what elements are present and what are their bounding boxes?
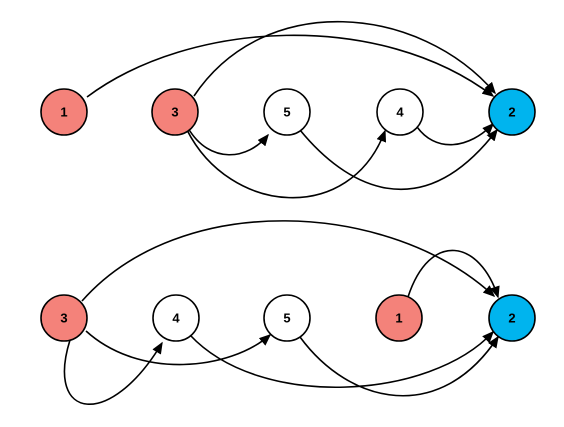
edge-3-to-5 [187, 127, 269, 156]
graph-top-node-4-label: 4 [396, 105, 404, 120]
edge-5-to-2 [299, 335, 499, 397]
edges-bottom [63, 220, 500, 405]
edge-4-to-2 [189, 330, 495, 388]
edge-5-to-2 [299, 128, 498, 190]
graph-top-node-2: 2 [488, 88, 536, 136]
graph-top-node-5-label: 5 [283, 105, 290, 120]
edge-1-to-2 [407, 249, 500, 299]
graph-bottom-node-5: 5 [263, 294, 311, 342]
graph-bottom-node-1-label: 1 [395, 311, 402, 326]
graph-bottom-node-1: 1 [375, 294, 423, 342]
graph-bottom-node-3-circle [40, 294, 88, 342]
graph-bottom-node-2-label: 2 [508, 311, 515, 326]
edge-3-to-2 [81, 220, 496, 302]
graph-top-node-3: 3 [151, 88, 199, 136]
edge-3-to-4 [63, 339, 163, 405]
edge-3-to-5 [85, 330, 272, 366]
edge-4-to-2 [414, 122, 495, 146]
nodes-bottom: 3 4 5 1 2 [40, 294, 536, 342]
edge-3-to-2 [193, 20, 496, 97]
graph-top: 1 3 5 4 2 [40, 20, 536, 199]
graph-top-node-1: 1 [40, 88, 88, 136]
graph-bottom-node-5-circle [263, 294, 311, 342]
graph-top-node-4-circle [376, 88, 424, 136]
graph-top-node-4: 4 [376, 88, 424, 136]
graph-bottom-node-3-label: 3 [60, 311, 67, 326]
graph-bottom-node-2-circle [488, 294, 536, 342]
graph-top-node-3-label: 3 [171, 105, 178, 120]
graph-bottom-node-4-label: 4 [172, 311, 180, 326]
graph-bottom-node-2: 2 [488, 294, 536, 342]
graph-top-node-5: 5 [263, 88, 311, 136]
graph-top-node-1-circle [40, 88, 88, 136]
graph-top-node-2-label: 2 [508, 105, 515, 120]
graph-bottom-node-5-label: 5 [283, 311, 290, 326]
graph-bottom-node-4-circle [152, 294, 200, 342]
edge-3-to-4 [186, 129, 387, 199]
graph-bottom-node-4: 4 [152, 294, 200, 342]
edge-1-to-2 [86, 34, 495, 98]
nodes-top: 1 3 5 4 2 [40, 88, 536, 136]
edges-top [86, 20, 498, 199]
graph-top-node-2-circle [488, 88, 536, 136]
graph-top-node-3-circle [151, 88, 199, 136]
graph-top-node-5-circle [263, 88, 311, 136]
graph-bottom: 3 4 5 1 2 [40, 220, 536, 405]
graph-bottom-node-3: 3 [40, 294, 88, 342]
graph-top-node-1-label: 1 [60, 105, 67, 120]
graph-bottom-node-1-circle [375, 294, 423, 342]
